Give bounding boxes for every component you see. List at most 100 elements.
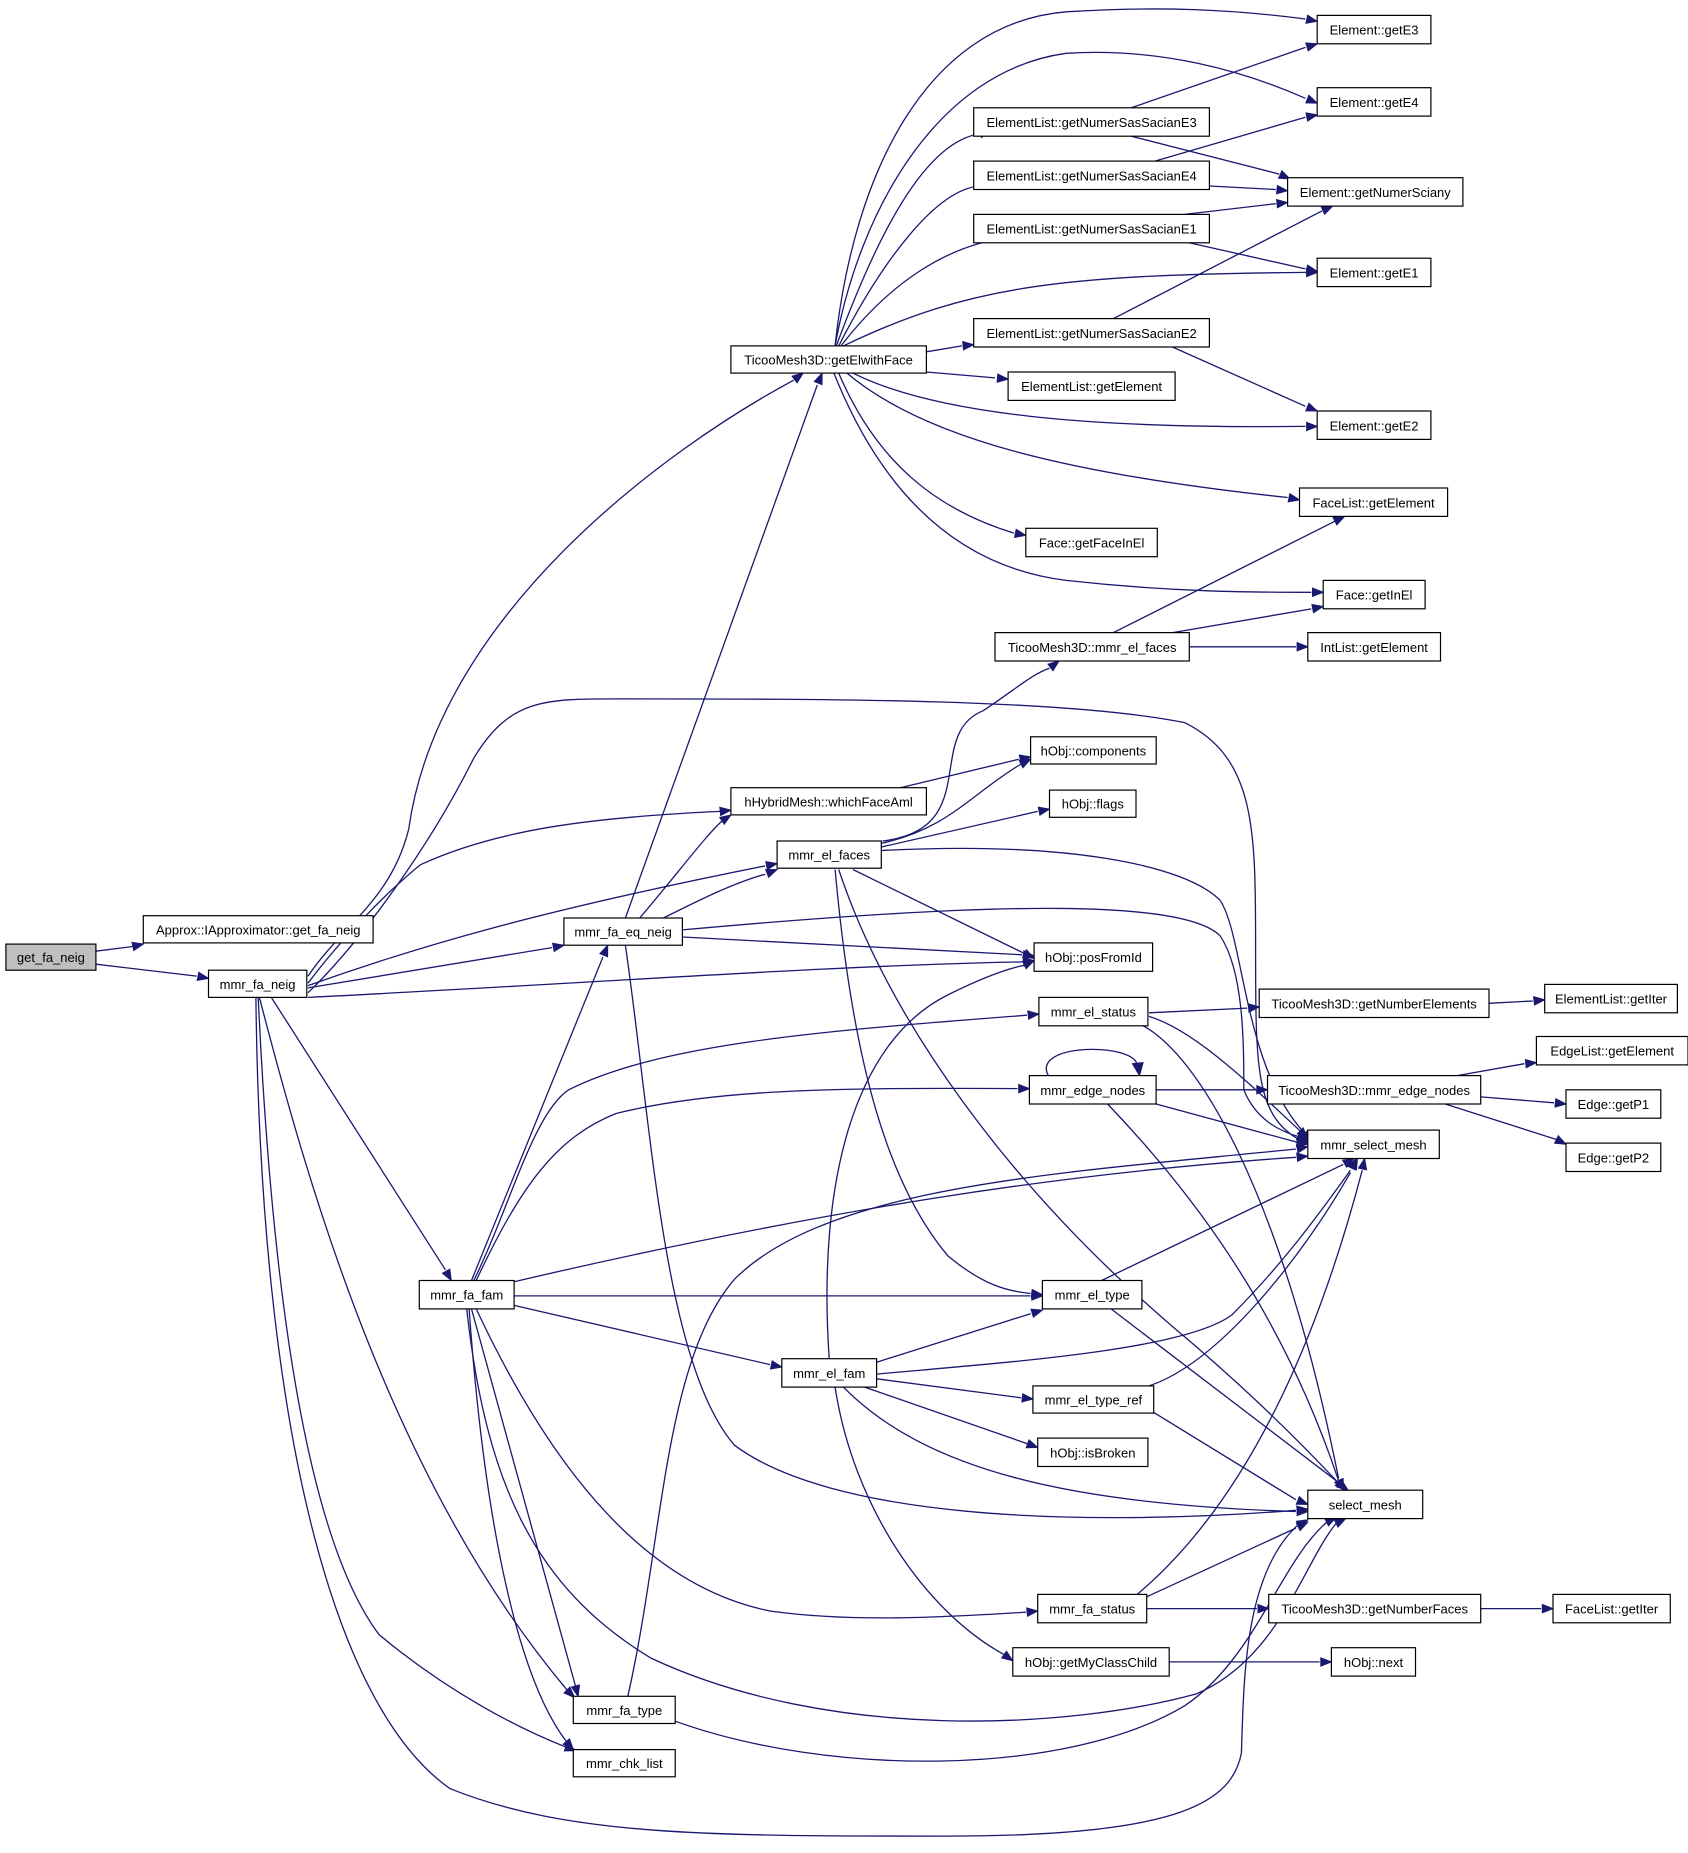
node-ticoomesh3d-getnumberfaces[interactable]: TicooMesh3D::getNumberFaces [1268,1593,1482,1624]
node-hobj-getmyclasschild[interactable]: hObj::getMyClassChild [1012,1647,1170,1677]
arrow-head [962,340,976,351]
arrow-head [764,868,779,879]
node-face-getfaceinel[interactable]: Face::getFaceInEl [1025,527,1158,558]
call-edge-to-mmr-chk-list [468,1308,575,1751]
node-element-gete4[interactable]: Element::getE4 [1316,87,1432,117]
node-box [1316,14,1432,45]
node-element-getnumersciany[interactable]: Element::getNumerSciany [1286,177,1464,207]
node-label: TicooMesh3D::getNumberFaces [1281,1602,1468,1617]
node-box [572,1695,676,1725]
call-edge-to-element-gete2 [852,372,1319,432]
node-elementlist-getnumersassaciane1[interactable]: ElementList::getNumerSasSacianE1 [973,213,1211,244]
node-facelist-getiter[interactable]: FaceList::getIter [1552,1593,1671,1624]
node-mmr-el-faces[interactable]: mmr_el_faces [776,840,882,869]
node-mmr-chk-list[interactable]: mmr_chk_list [572,1748,676,1778]
node-elementlist-getnumersassaciane4[interactable]: ElementList::getNumerSasSacianE4 [973,160,1211,191]
call-edges [95,8,1568,1837]
node-label: mmr_el_type [1055,1288,1130,1303]
node-mmr-fa-fam[interactable]: mmr_fa_fam [418,1279,515,1310]
call-edge-to-element-gete2 [1172,346,1319,412]
node-hhybridmesh-whichfaceaml[interactable]: hHybridMesh::whichFaceAml [730,787,928,816]
arrow-head [1026,1607,1040,1617]
arrow-head [1341,1157,1356,1169]
node-box [1268,1593,1482,1624]
node-mmr-fa-status[interactable]: mmr_fa_status [1037,1593,1148,1624]
call-edge-to-select-mesh [1148,1409,1310,1505]
arrow-head [1000,1650,1014,1662]
node-intlist-getelement[interactable]: IntList::getElement [1307,631,1442,662]
call-edge-to-mmr-el-type-ref [876,1378,1035,1403]
node-label: TicooMesh3D::getNumberElements [1271,996,1477,1011]
node-edge-getp1[interactable]: Edge::getP1 [1565,1089,1662,1119]
arrow-head [1311,603,1325,614]
node-elementlist-getiter[interactable]: ElementList::getIter [1544,983,1678,1014]
arrow-head [1256,1084,1269,1095]
call-edge-to-mmr-select-mesh [1155,1103,1310,1147]
node-label: EdgeList::getElement [1550,1044,1674,1059]
node-box [142,915,374,944]
node-mmr-fa-type[interactable]: mmr_fa_type [572,1695,676,1725]
arrow-head [1533,996,1547,1006]
node-box [1316,87,1432,117]
call-edge-to-element-getnumersciany [1148,1003,1261,1014]
node-box [1286,177,1464,207]
node-label: mmr_fa_fam [430,1288,503,1303]
node-mmr-select-mesh[interactable]: mmr_select_mesh [1307,1129,1440,1160]
node-label: mmr_el_status [1051,1005,1137,1020]
node-label: Edge::getP2 [1578,1150,1650,1165]
node-elementlist-getnumersassaciane3[interactable]: ElementList::getNumerSasSacianE3 [973,107,1211,137]
node-select-mesh[interactable]: select_mesh [1307,1489,1424,1520]
node-edge-getp2[interactable]: Edge::getP2 [1565,1142,1662,1173]
call-edge-self-loop-mmr-edge-nodes [1045,1048,1144,1077]
call-edge-to-select-mesh [842,1386,1310,1517]
node-label: hHybridMesh::whichFaceAml [744,794,912,809]
node-hobj-posfromid[interactable]: hObj::posFromId [1033,942,1154,972]
arrow-head [1320,1657,1333,1667]
node-ticoomesh3d-getnumberelements[interactable]: TicooMesh3D::getNumberElements [1258,988,1490,1019]
node-mmr-el-status[interactable]: mmr_el_status [1038,996,1149,1027]
node-elementlist-getnumersassaciane2[interactable]: ElementList::getNumerSasSacianE2 [973,318,1211,348]
node-hobj-components[interactable]: hObj::components [1029,736,1157,765]
node-ticoomesh3d-mmr-edge-nodes[interactable]: TicooMesh3D::mmr_edge_nodes [1266,1074,1482,1105]
call-edge-to-hhybridmesh-whichfaceaml [639,814,733,919]
arrow-head [1021,960,1036,970]
node-elementlist-getelement[interactable]: ElementList::getElement [1007,371,1176,401]
node-approx-iapproximator-get-fa-neig[interactable]: Approx::IApproximator::get_fa_neig [142,915,374,944]
node-facelist-getelement[interactable]: FaceList::getElement [1298,487,1449,517]
call-edge-to-facelist-getelement [1113,515,1346,634]
node-hobj-isbroken[interactable]: hObj::isBroken [1037,1437,1149,1468]
node-box [1032,1385,1155,1414]
node-mmr-el-type[interactable]: mmr_el_type [1041,1279,1143,1310]
node-element-gete1[interactable]: Element::getE1 [1316,257,1432,288]
node-ticoomesh3d-getelwithface[interactable]: TicooMesh3D::getElwithFace [730,345,928,374]
node-box [973,318,1211,348]
node-get-fa-neig[interactable]: get_fa_neig [5,943,97,971]
node-mmr-el-type-ref[interactable]: mmr_el_type_ref [1032,1385,1155,1414]
node-mmr-fa-neig[interactable]: mmr_fa_neig [207,969,308,999]
node-label: hObj::next [1344,1655,1404,1670]
node-element-gete2[interactable]: Element::getE2 [1316,410,1432,440]
node-element-gete3[interactable]: Element::getE3 [1316,14,1432,45]
node-label: mmr_select_mesh [1320,1137,1426,1152]
node-face-getinel[interactable]: Face::getInEl [1322,579,1426,610]
node-edgelist-getelement[interactable]: EdgeList::getElement [1535,1035,1688,1066]
node-mmr-fa-eq-neig[interactable]: mmr_fa_eq_neig [563,917,684,946]
node-hobj-next[interactable]: hObj::next [1330,1647,1417,1677]
call-edge-to-mmr-el-faces [307,860,779,987]
call-edge-to-mmr-el-type [514,1291,1044,1301]
node-mmr-edge-nodes[interactable]: mmr_edge_nodes [1028,1074,1157,1105]
call-edge-to-element-gete3 [1131,42,1319,109]
node-label: mmr_fa_neig [220,977,296,992]
call-edge-to-mmr-fa-fam [270,997,452,1282]
node-hobj-flags[interactable]: hObj::flags [1048,789,1137,818]
call-edge-to-mmr-el-fam [513,1304,784,1370]
node-box [1552,1593,1671,1624]
node-ticoomesh3d-mmr-el-faces[interactable]: TicooMesh3D::mmr_el_faces [994,631,1190,662]
call-edge-to-select-mesh [1146,1521,1310,1598]
node-box [1316,410,1432,440]
call-edge-to-element-getnumersciany [1184,198,1289,216]
node-mmr-el-fam[interactable]: mmr_el_fam [781,1358,878,1388]
arrow-head [1276,184,1289,195]
arrow-head [441,1268,452,1282]
node-box [1037,1593,1148,1624]
